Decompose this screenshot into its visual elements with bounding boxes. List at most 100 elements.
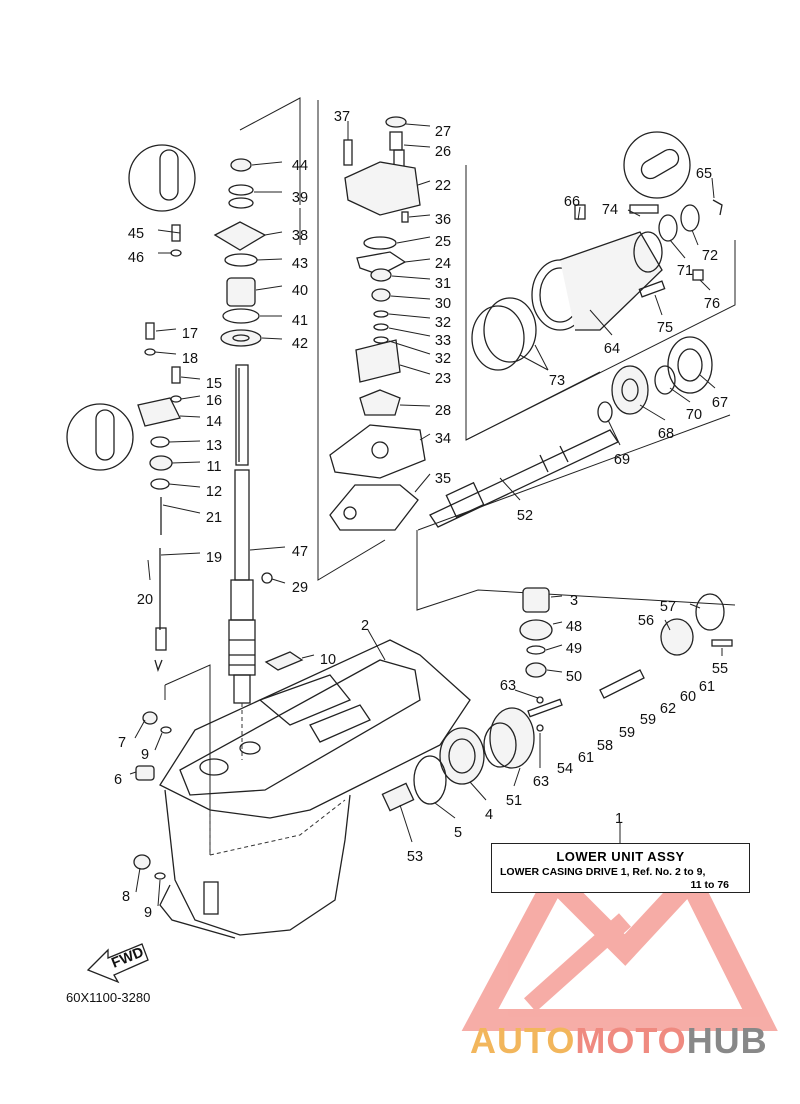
callout-33: 33 [435,333,451,349]
callout-3: 3 [570,593,578,609]
brand-part-auto: AUTO [470,1020,576,1061]
callout-27: 27 [435,124,451,140]
callout-55: 55 [712,661,728,677]
gear-train-parts [381,587,733,812]
callout-23: 23 [435,371,451,387]
callout-21: 21 [206,510,222,526]
brand-watermark: AUTOMOTOHUB [470,1020,768,1062]
callout-69: 69 [614,452,630,468]
callout-54: 54 [557,761,573,777]
callout-7: 7 [118,735,126,751]
callout-51: 51 [506,793,522,809]
callout-5: 5 [454,825,462,841]
callout-76: 76 [704,296,720,312]
callout-56: 56 [638,613,654,629]
callout-68: 68 [658,426,674,442]
callout-46: 46 [128,250,144,266]
callout-66: 66 [564,194,580,210]
callout-60: 60 [680,689,696,705]
callout-45: 45 [128,226,144,242]
callout-4: 4 [485,807,493,823]
fwd-label: FWD [109,944,146,971]
callout-72: 72 [702,248,718,264]
callout-32: 32 [435,315,451,331]
callout-52: 52 [517,508,533,524]
callout-6: 6 [114,772,122,788]
fasteners [133,224,304,880]
callout-36: 36 [435,212,451,228]
callout-65: 65 [696,166,712,182]
callout-59: 59 [640,712,656,728]
callout-17: 17 [182,326,198,342]
callout-1: 1 [615,811,623,827]
shift-rod-parts [137,322,182,672]
callout-63: 63 [533,774,549,790]
callout-43: 43 [292,256,308,272]
water-pump-stack [329,116,426,531]
callout-22: 22 [435,178,451,194]
callout-37: 37 [334,109,350,125]
callout-57: 57 [660,599,676,615]
brand-part-hub: HUB [686,1020,768,1061]
brand-part-moto: MOTO [575,1020,687,1061]
callout-38: 38 [292,228,308,244]
callout-34: 34 [435,431,451,447]
callout-26: 26 [435,144,451,160]
callout-19: 19 [206,550,222,566]
callout-14: 14 [206,414,222,430]
callout-29: 29 [292,580,308,596]
callout-63: 63 [500,678,516,694]
callout-10: 10 [320,652,336,668]
leader-lines [129,121,723,907]
callout-70: 70 [686,407,702,423]
callout-67: 67 [712,395,728,411]
callout-9: 9 [144,905,152,921]
callout-39: 39 [292,190,308,206]
propeller-shaft-housing [471,199,723,371]
callout-50: 50 [566,669,582,685]
callout-13: 13 [206,438,222,454]
callout-64: 64 [604,341,620,357]
callout-11: 11 [206,459,221,475]
callout-58: 58 [597,738,613,754]
callout-8: 8 [122,889,130,905]
callout-28: 28 [435,403,451,419]
callout-12: 12 [206,484,222,500]
callout-20: 20 [137,592,153,608]
callout-59: 59 [619,725,635,741]
callout-25: 25 [435,234,451,250]
grease-symbol-icon [66,131,691,471]
callout-41: 41 [292,313,308,329]
watermark-logo-icon [461,860,778,1031]
reverse-gear-bearing [597,336,713,423]
propeller-shaft-part [429,429,619,528]
assembly-title: LOWER UNIT ASSY [556,849,685,864]
callout-9: 9 [141,747,149,763]
callout-16: 16 [206,393,222,409]
callout-61: 61 [699,679,715,695]
callout-74: 74 [602,202,618,218]
callout-73: 73 [549,373,565,389]
callout-35: 35 [435,471,451,487]
callout-71: 71 [677,263,693,279]
drawing-code: 60X1100-3280 [66,990,151,1005]
callout-15: 15 [206,376,222,392]
callout-42: 42 [292,336,308,352]
assembly-scope-line1: LOWER CASING DRIVE 1, Ref. No. 2 to 9, [500,866,706,878]
callout-40: 40 [292,283,308,299]
callout-32: 32 [435,351,451,367]
callout-48: 48 [566,619,582,635]
callout-24: 24 [435,256,451,272]
callout-31: 31 [435,276,451,292]
callout-47: 47 [292,544,308,560]
callout-53: 53 [407,849,423,865]
drive-shaft-part [228,364,256,760]
callout-61: 61 [578,750,594,766]
fwd-arrow-icon: FWD [86,943,149,984]
callout-numbers: 3727262236252431303233322328343544393843… [114,109,728,921]
assembly-label-box: LOWER UNIT ASSY LOWER CASING DRIVE 1, Re… [491,843,750,893]
callout-75: 75 [657,320,673,336]
assembly-scope-line2: 11 to 76 [690,879,729,891]
callout-44: 44 [292,158,308,174]
